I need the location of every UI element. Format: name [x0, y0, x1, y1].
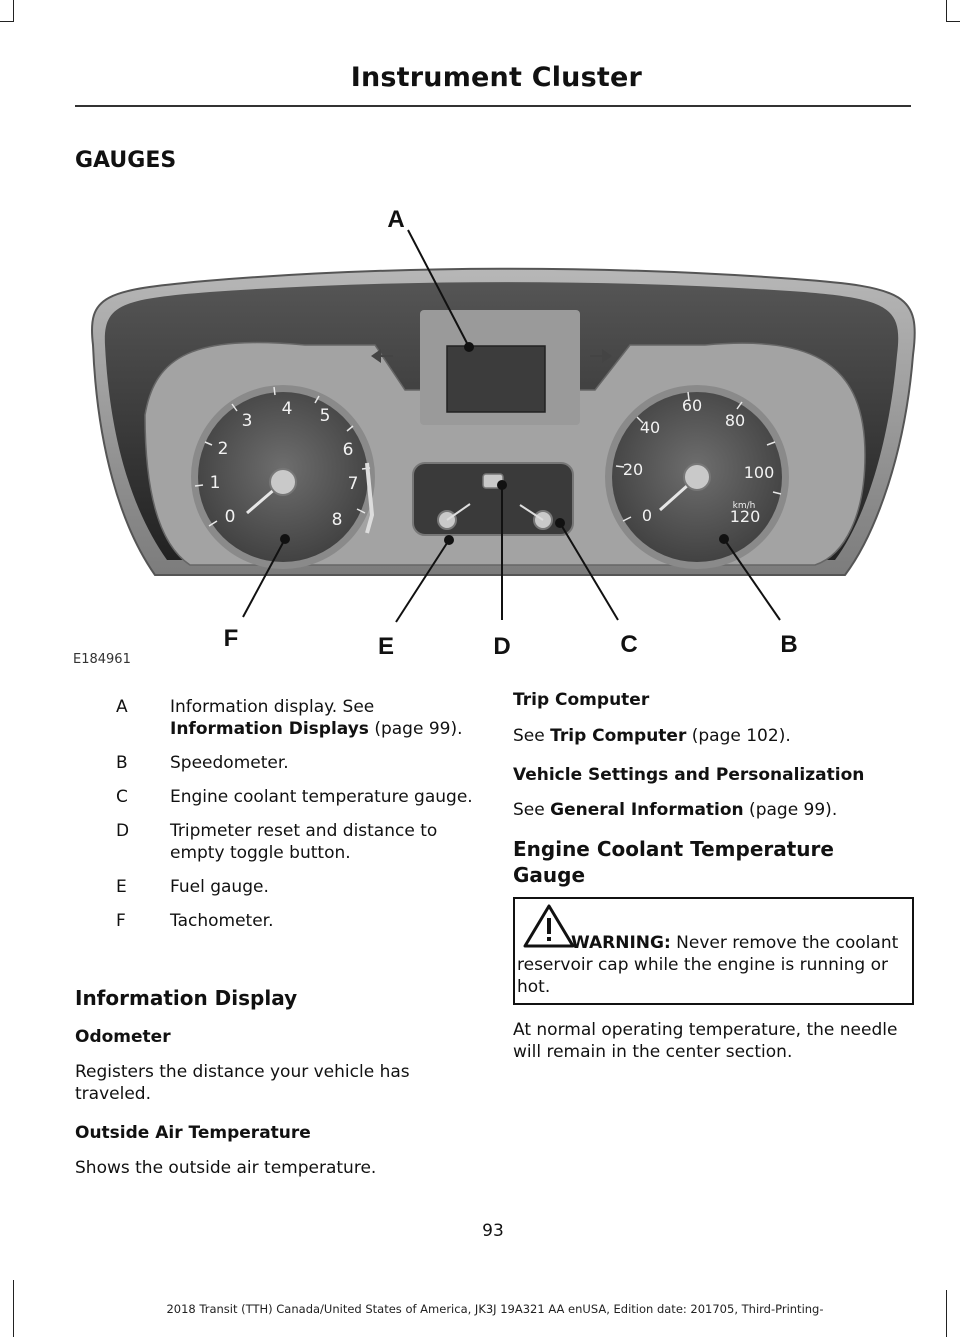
cluster-illustration: 0 1 2 3 4 5 6 7 8 0 20 40 60	[91, 206, 916, 660]
outside-air-temperature-text: Shows the outside air temperature.	[75, 1158, 377, 1178]
legend-row-d: D Tripmeter reset and distance to empty …	[104, 820, 474, 864]
normal-operating-text: At normal operating temperature, the nee…	[513, 1020, 898, 1062]
engine-coolant-heading: Engine Coolant Temperature Gauge	[513, 837, 834, 887]
tach-label: 1	[210, 473, 221, 493]
information-display-heading: Information Display	[75, 986, 298, 1010]
speedo-label: 60	[682, 396, 702, 415]
speedo-label: 80	[725, 411, 745, 430]
speedo-label: 100	[744, 463, 775, 482]
legend-key: B	[116, 753, 128, 773]
outside-air-temperature-heading: Outside Air Temperature	[75, 1123, 311, 1143]
crop-mark	[0, 21, 14, 22]
speedo-label: 120	[730, 507, 761, 526]
tach-label: 8	[332, 510, 343, 530]
legend-text: Engine coolant temperature gauge.	[170, 787, 473, 807]
callout-legend: A Information display. See Information D…	[104, 696, 474, 944]
page-number: 93	[482, 1221, 504, 1241]
crop-mark	[946, 21, 960, 22]
legend-text: Speedometer.	[170, 753, 289, 773]
callout-c: C	[620, 631, 637, 658]
legend-row-f: F Tachometer.	[104, 910, 474, 932]
crop-mark	[13, 0, 14, 22]
odometer-heading: Odometer	[75, 1027, 171, 1047]
legend-key: E	[116, 877, 127, 897]
trip-computer-reference: See Trip Computer (page 102).	[513, 726, 791, 746]
speedo-label: 20	[623, 460, 643, 479]
figure-id: E184961	[73, 652, 131, 667]
crop-mark	[946, 0, 947, 22]
callout-a: A	[387, 206, 404, 233]
legend-key: D	[116, 821, 130, 841]
tach-label: 2	[218, 439, 229, 459]
legend-text: Information display. See Information Dis…	[170, 697, 463, 739]
vehicle-settings-reference: See General Information (page 99).	[513, 800, 838, 820]
speedo-label: 40	[640, 418, 660, 437]
page-header-title: Instrument Cluster	[350, 62, 642, 93]
warning-triangle-icon	[523, 904, 575, 948]
callout-leaders	[242, 229, 781, 623]
legend-text: Fuel gauge.	[170, 877, 269, 897]
legend-row-e: E Fuel gauge.	[104, 876, 474, 898]
crop-mark	[13, 1280, 14, 1337]
tach-label: 5	[320, 406, 331, 426]
callout-b: B	[780, 631, 797, 658]
instrument-cluster-figure: 0 1 2 3 4 5 6 7 8 0 20 40 60	[75, 195, 921, 665]
page-footer: 2018 Transit (TTH) Canada/United States …	[166, 1302, 824, 1316]
legend-text: Tachometer.	[170, 911, 274, 931]
tach-label: 0	[225, 507, 236, 527]
header-divider	[75, 105, 911, 107]
speedometer-labels: 0 20 40 60 80 100 120	[623, 396, 774, 526]
legend-row-b: B Speedometer.	[104, 752, 474, 774]
callout-e: E	[378, 633, 394, 660]
legend-row-c: C Engine coolant temperature gauge.	[104, 786, 474, 808]
legend-key: C	[116, 787, 128, 807]
speedo-units: km/h	[733, 501, 756, 511]
callout-dots	[280, 342, 729, 545]
crop-mark	[946, 1290, 947, 1337]
warning-box: WARNING: Never remove the coolant reserv…	[513, 897, 914, 1005]
tachometer-labels: 0 1 2 3 4 5 6 7 8	[210, 399, 359, 530]
legend-key: F	[116, 911, 126, 931]
trip-computer-heading: Trip Computer	[513, 690, 650, 710]
tach-label: 3	[242, 411, 253, 431]
cross-reference-link[interactable]: General Information	[550, 800, 744, 820]
legend-row-a: A Information display. See Information D…	[104, 696, 474, 740]
callout-f: F	[224, 625, 239, 652]
legend-key: A	[116, 697, 128, 717]
legend-text: Tripmeter reset and distance to empty to…	[170, 821, 438, 863]
speedo-label: 0	[642, 506, 652, 525]
tach-label: 7	[348, 474, 359, 494]
vehicle-settings-heading: Vehicle Settings and Personalization	[513, 765, 865, 785]
warning-text: WARNING: Never remove the coolant reserv…	[517, 933, 899, 997]
warning-label: WARNING:	[571, 933, 671, 953]
tach-label: 6	[343, 440, 354, 460]
section-title: GAUGES	[75, 148, 177, 173]
cross-reference-link[interactable]: Information Displays	[170, 719, 369, 739]
tach-label: 4	[282, 399, 293, 419]
odometer-text: Registers the distance your vehicle has …	[75, 1062, 410, 1104]
callout-d: D	[493, 633, 510, 660]
speedometer-ticks	[615, 391, 782, 522]
cross-reference-link[interactable]: Trip Computer	[550, 726, 687, 746]
